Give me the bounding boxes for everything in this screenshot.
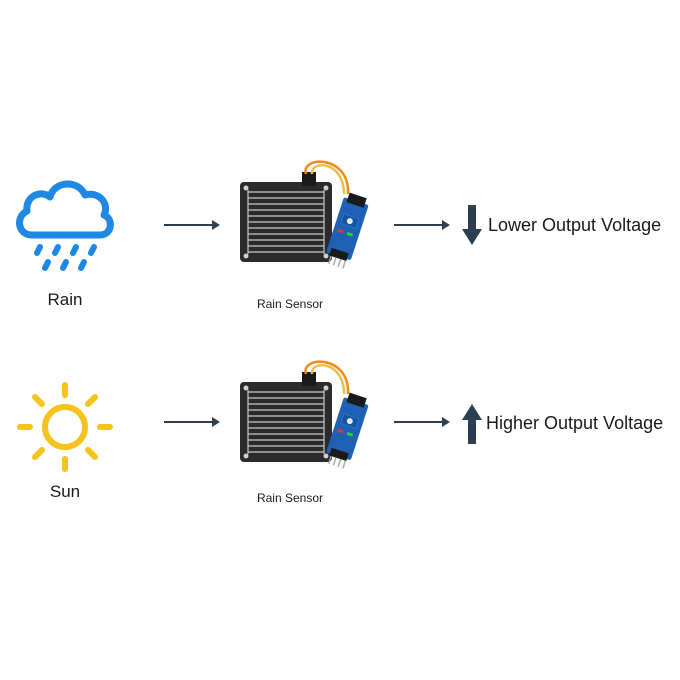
sun-row: Sun [0,355,680,555]
arrow-right-icon [162,218,222,232]
voltage-label-higher: Higher Output Voltage [486,413,663,434]
arrow-down-icon [460,203,484,247]
arrow-right-icon [392,218,452,232]
rain-sensor-image [230,160,390,290]
rain-cloud-icon [10,165,120,275]
sensor-label-rain: Rain Sensor [230,297,350,311]
sensor-label-sun: Rain Sensor [230,491,350,505]
voltage-label-lower: Lower Output Voltage [488,215,661,236]
sun-icon [10,365,120,475]
rain-sensor-image [230,360,390,490]
weather-label-sun: Sun [10,482,120,502]
arrow-right-icon [392,415,452,429]
weather-label-rain: Rain [10,290,120,310]
arrow-right-icon [162,415,222,429]
arrow-up-icon [460,402,484,446]
rain-row: Rain [0,155,680,355]
